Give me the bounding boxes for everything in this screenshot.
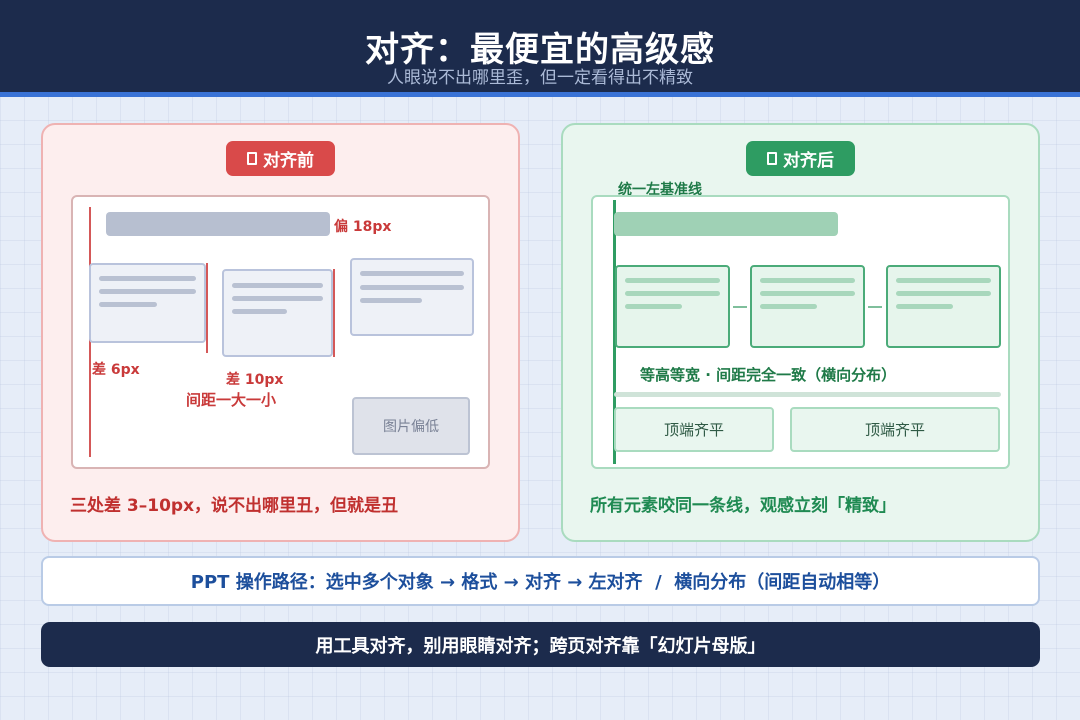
- card-line: [232, 283, 323, 288]
- card-line: [99, 276, 196, 281]
- before-card-3: [350, 258, 474, 336]
- ppt-path-text: PPT 操作路径：选中多个对象 → 格式 → 对齐 → 左对齐 / 横向分布（间…: [190, 572, 891, 593]
- card-line: [760, 291, 855, 296]
- top-aligned-block-left: 顶端齐平: [614, 407, 774, 452]
- page-title: 对齐：最便宜的高级感: [365, 30, 715, 70]
- before-badge-label: 对齐前: [263, 151, 314, 171]
- card-line: [625, 291, 720, 296]
- before-footer: 三处差 3–10px，说不出哪里丑，但就是丑: [70, 496, 399, 516]
- offset-label: 偏 18px: [334, 219, 392, 235]
- distribute-label: 等高等宽 · 间距完全一致（横向分布）: [640, 366, 897, 384]
- tip-bar: 用工具对齐，别用眼睛对齐；跨页对齐靠「幻灯片母版」: [41, 622, 1040, 667]
- page-subtitle: 人眼说不出哪里歪，但一定看得出不精致: [387, 68, 693, 88]
- after-badge: 对齐后: [746, 141, 855, 176]
- after-badge-label: 对齐后: [783, 151, 834, 171]
- card-line: [360, 298, 422, 303]
- card-line: [625, 304, 682, 309]
- card-line: [896, 278, 991, 283]
- gap-connector: [733, 306, 747, 308]
- before-title-bar: [106, 212, 330, 236]
- top-aligned-label: 顶端齐平: [864, 421, 925, 439]
- diff-mid-label: 差 10px: [226, 372, 284, 388]
- card-line: [232, 309, 287, 314]
- header-bar: [0, 0, 1080, 92]
- diff-left-label: 差 6px: [92, 362, 140, 378]
- card-line: [232, 296, 323, 301]
- card-line: [896, 304, 953, 309]
- diff-guide-2: [333, 269, 335, 357]
- gap-connector: [868, 306, 882, 308]
- ppt-path-bar: PPT 操作路径：选中多个对象 → 格式 → 对齐 → 左对齐 / 横向分布（间…: [41, 556, 1040, 606]
- distribute-divider: [614, 392, 1001, 397]
- image-placeholder-label: 图片偏低: [383, 419, 439, 435]
- header-accent-rule: [0, 92, 1080, 97]
- tip-text: 用工具对齐，别用眼睛对齐；跨页对齐靠「幻灯片母版」: [315, 635, 766, 657]
- top-aligned-label: 顶端齐平: [663, 421, 724, 439]
- after-title-bar: [614, 212, 838, 236]
- check-icon: [767, 152, 777, 165]
- card-line: [760, 278, 855, 283]
- card-line: [99, 302, 157, 307]
- card-line: [360, 271, 464, 276]
- left-baseline-guide: [613, 200, 616, 464]
- card-line: [625, 278, 720, 283]
- card-line: [760, 304, 817, 309]
- spacing-label: 间距一大一小: [186, 391, 277, 409]
- baseline-label: 统一左基准线: [618, 182, 702, 198]
- card-line: [99, 289, 196, 294]
- card-line: [360, 285, 464, 290]
- after-footer: 所有元素咬同一条线，观感立刻「精致」: [590, 496, 896, 516]
- before-badge: 对齐前: [226, 141, 335, 176]
- cross-icon: [247, 152, 257, 165]
- diff-guide-1: [206, 263, 208, 353]
- card-line: [896, 291, 991, 296]
- top-aligned-block-right: 顶端齐平: [790, 407, 1000, 452]
- image-placeholder: 图片偏低: [352, 397, 470, 455]
